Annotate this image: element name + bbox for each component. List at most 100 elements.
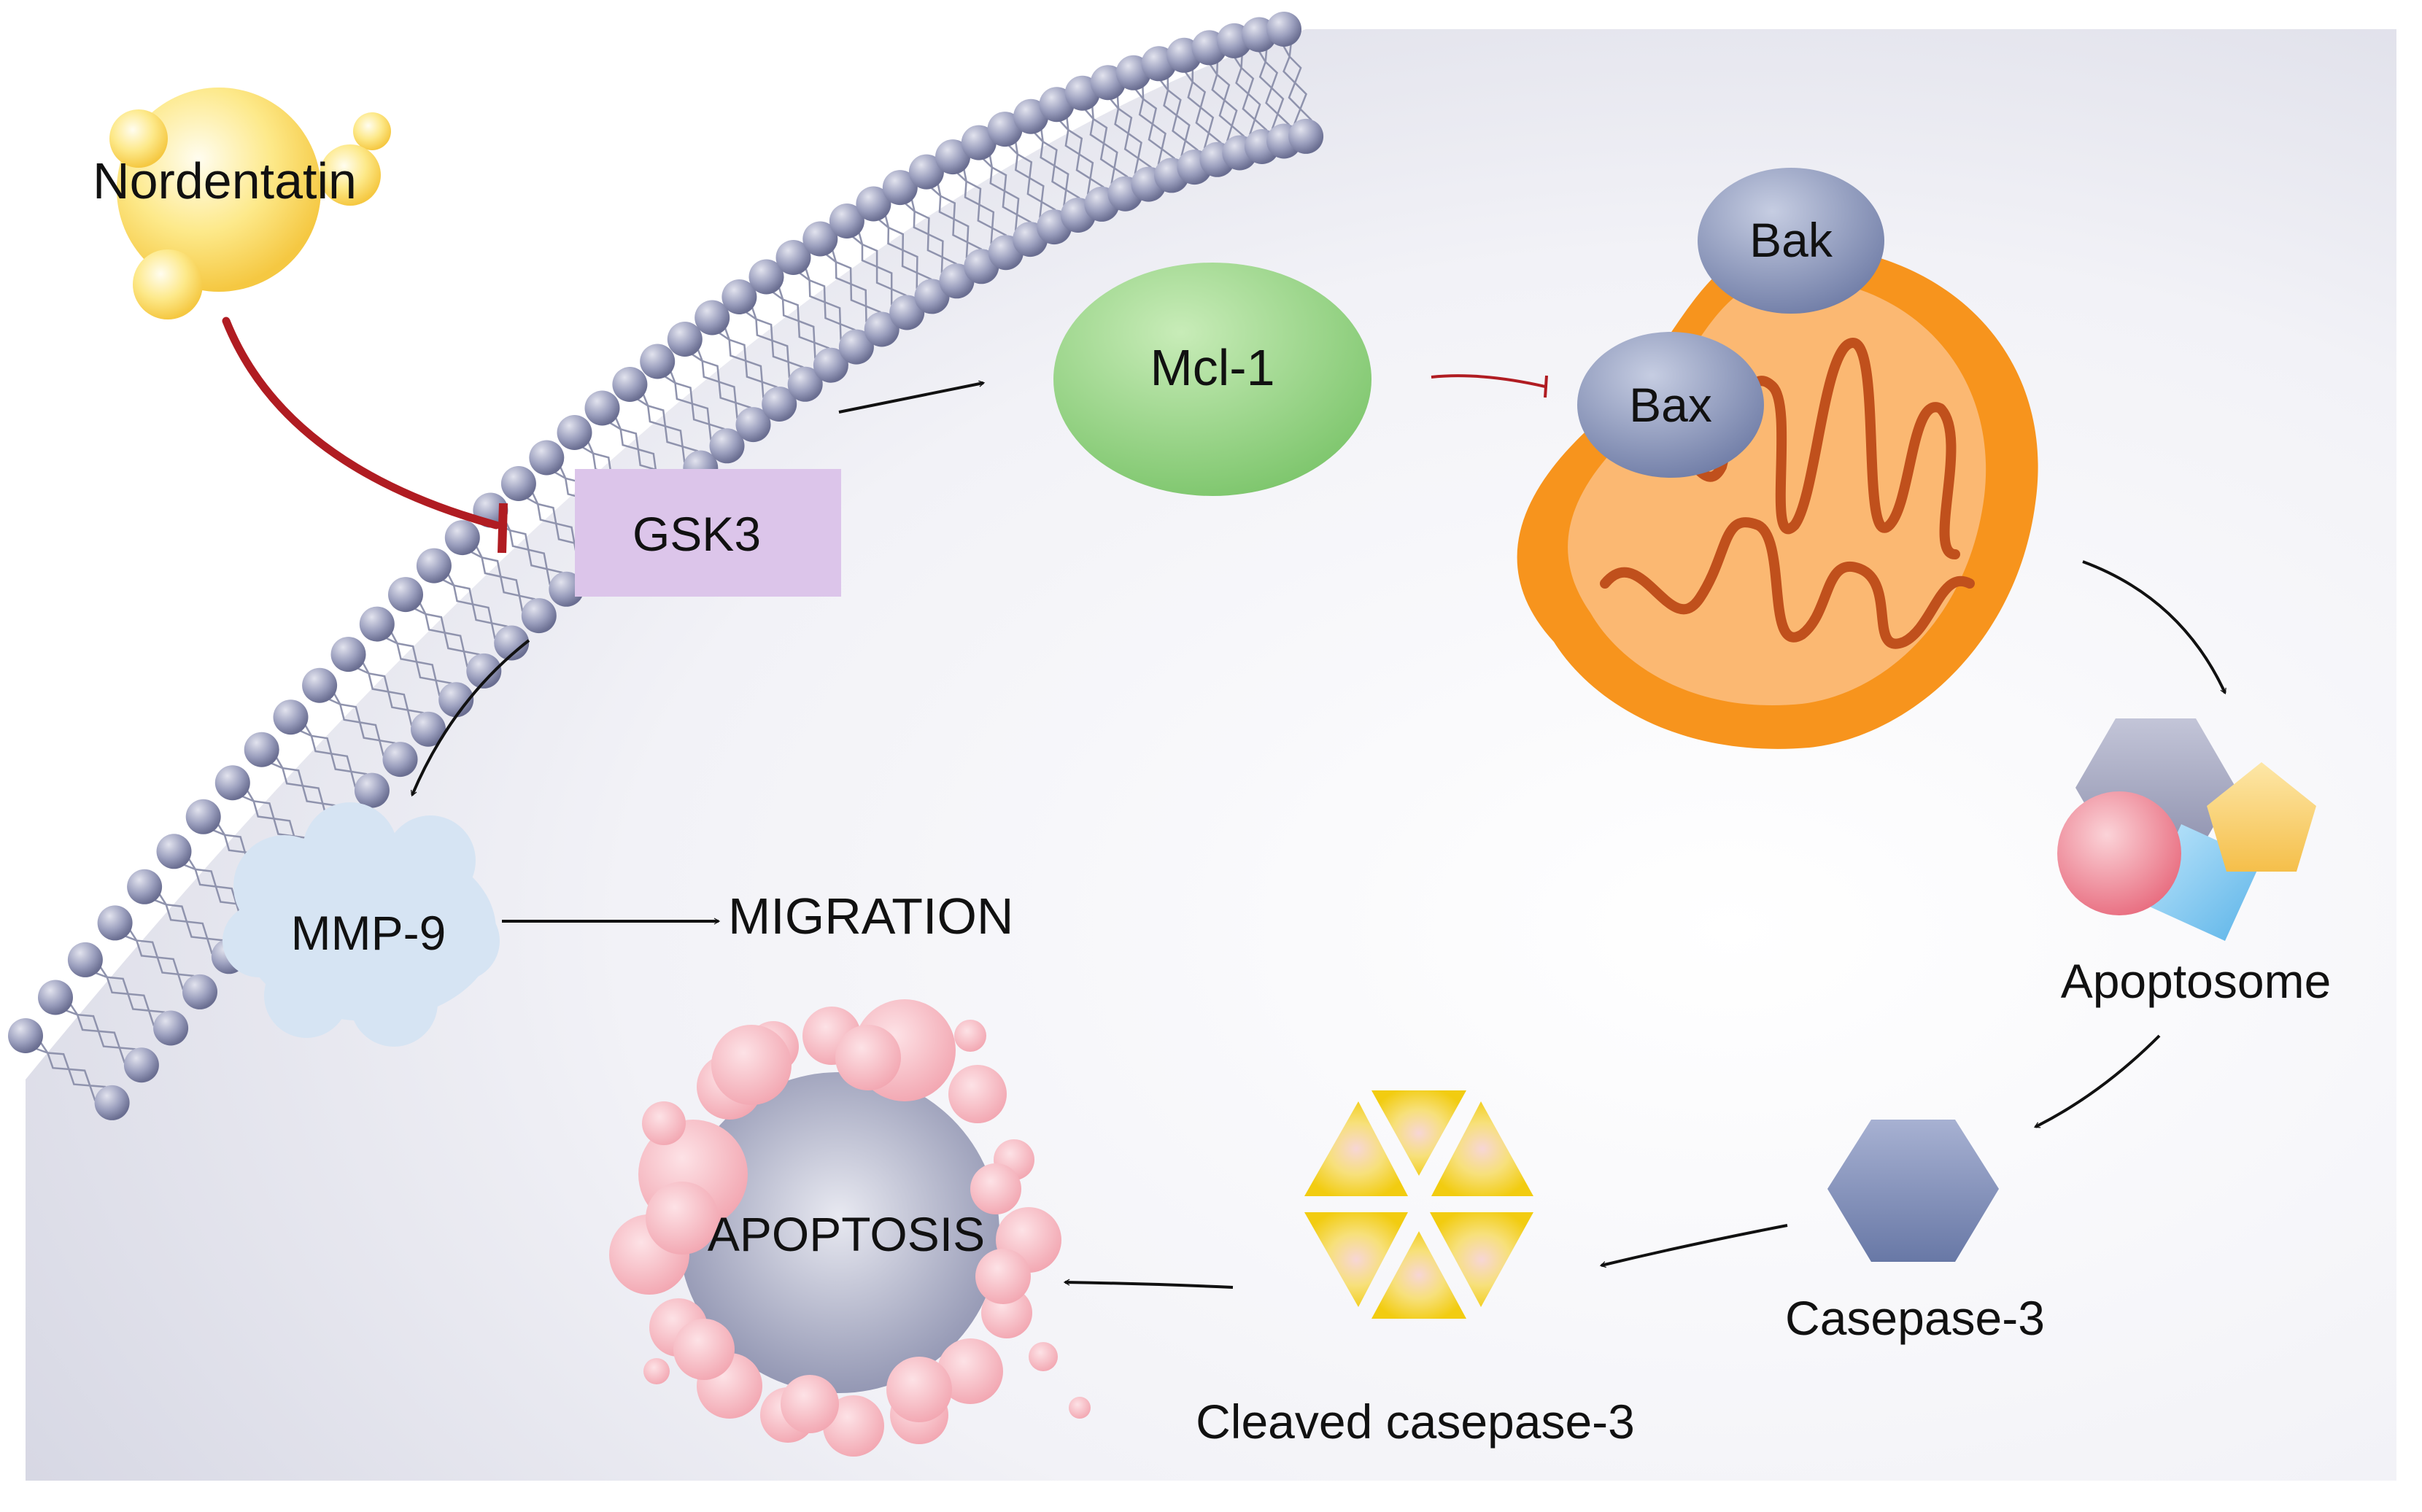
lipid-head <box>709 428 745 464</box>
lipid-head <box>529 440 565 476</box>
bax-label: Bax <box>1629 378 1712 432</box>
lipid-head <box>302 667 338 703</box>
lipid-head <box>775 240 811 275</box>
lipid-head <box>359 606 395 642</box>
apoptotic-bleb <box>1069 1397 1091 1419</box>
lipid-head <box>735 407 771 443</box>
lipid-tail <box>274 755 339 807</box>
gsk3-label: GSK3 <box>632 507 761 561</box>
lipid-head <box>667 322 703 357</box>
lipid-head <box>838 329 874 365</box>
apoptosome-to-caspase3-arrow <box>2033 1034 2161 1128</box>
lipid-tail <box>158 892 224 942</box>
bax-oval <box>1577 332 1764 478</box>
lipid-tail <box>1264 47 1291 126</box>
gsk3-to-mcl1-arrow <box>838 380 986 414</box>
lipid-tail <box>778 285 830 349</box>
lipid-tail <box>128 928 195 977</box>
lipid-tail <box>39 1040 107 1088</box>
lipid-tail <box>446 572 508 628</box>
lipid-tail <box>936 182 983 251</box>
lipid-tail <box>641 392 698 452</box>
gsk3-to-mmp9-arrow <box>411 639 530 797</box>
nordentatin-inhibits-gsk3-arrow <box>222 317 508 554</box>
lipid-tail <box>696 347 751 409</box>
lipid-tail <box>831 248 881 314</box>
lipid-tail <box>418 601 480 656</box>
lipid-tail <box>187 856 252 907</box>
lipid-head <box>864 311 899 347</box>
lipid-tail <box>332 691 396 745</box>
lipid-tail <box>751 305 804 368</box>
apoptotic-bleb <box>954 1020 986 1052</box>
apoptotic-bleb <box>886 1357 952 1422</box>
apoptosome-label: Apoptosome <box>2061 954 2332 1008</box>
cleaved-label: Cleaved casepase-3 <box>1196 1395 1635 1449</box>
lipid-tail <box>669 369 725 430</box>
lipid-tail <box>69 1002 136 1050</box>
lipid-tail <box>988 153 1032 223</box>
bak-label: Bak <box>1749 213 1833 267</box>
lipid-tail <box>503 517 563 574</box>
lipid-bilayer-icon <box>8 12 1324 1120</box>
lipid-head <box>1288 118 1324 154</box>
lipid-tail <box>1142 85 1176 160</box>
lipid-head <box>494 625 530 661</box>
lipid-head <box>38 980 73 1015</box>
lipid-head <box>935 139 970 175</box>
lipid-tail <box>1166 76 1199 152</box>
apoptotic-bleb <box>1029 1342 1058 1371</box>
lipid-head <box>273 699 309 735</box>
apoptotic-bleb <box>781 1375 839 1433</box>
mito-to-apoptosome-arrow <box>2082 560 2226 695</box>
apoptotic-bleb <box>937 1338 1003 1404</box>
lipid-tail <box>390 630 452 685</box>
lipid-tail <box>303 723 368 775</box>
lipid-head <box>244 732 279 767</box>
lipid-head <box>882 170 918 206</box>
lipid-head <box>444 520 480 556</box>
lipid-head <box>330 637 366 672</box>
lipid-tail <box>1191 68 1222 144</box>
lipid-head <box>584 390 620 426</box>
mmp9-cloud <box>223 802 500 1047</box>
gsk3-box <box>575 469 841 597</box>
apoptotic-bleb <box>835 1025 901 1090</box>
lipid-head <box>185 799 221 834</box>
lipid-head <box>908 154 944 190</box>
apoptotic-bleb <box>948 1065 1007 1123</box>
lipid-head <box>411 711 446 747</box>
lipid-tail <box>1288 42 1312 121</box>
apoptosis-label: APOPTOSIS <box>708 1207 985 1261</box>
lipid-head <box>214 765 250 801</box>
lipid-tail <box>1040 127 1080 199</box>
caspase3-to-cleaved-arrow <box>1599 1224 1788 1268</box>
lipid-head <box>466 653 502 689</box>
lipid-tail <box>1116 94 1152 168</box>
lipid-head <box>802 221 838 257</box>
extracellular-space <box>26 29 1306 1079</box>
lipid-tail <box>1215 60 1245 137</box>
cleaved-caspase-icon <box>1304 1090 1533 1319</box>
lipid-head <box>612 367 648 402</box>
lipid-tail <box>724 326 778 388</box>
migration-label: MIGRATION <box>728 888 1013 945</box>
apoptotic-bleb <box>642 1101 686 1145</box>
lipid-head <box>153 1010 189 1046</box>
nordentatin-label: Nordentatin <box>93 152 357 209</box>
nordentatin-bubble-icon <box>109 88 391 319</box>
lipid-head <box>388 577 423 613</box>
cleaved-to-apoptosis-arrow <box>1063 1279 1234 1289</box>
lipid-tail <box>804 266 856 331</box>
lipid-tail <box>1014 140 1056 211</box>
lipid-head <box>748 259 784 295</box>
lipid-tail <box>883 213 932 281</box>
caspase3-label: Casepase-3 <box>1785 1291 2045 1345</box>
apoptotic-bleb <box>823 1395 884 1457</box>
lipid-head <box>67 942 103 977</box>
lipid-head <box>829 203 864 239</box>
lipid-head <box>987 112 1023 147</box>
lipid-head <box>382 742 418 778</box>
